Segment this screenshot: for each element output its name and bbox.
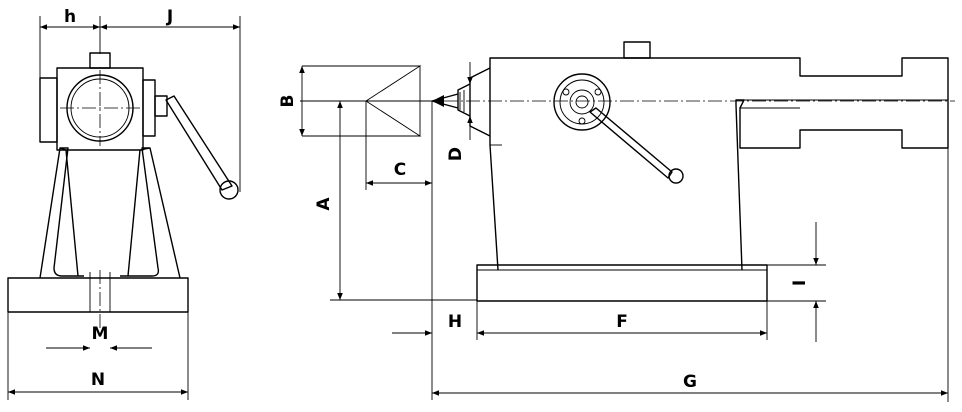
dim-label-h-upper: H: [448, 312, 462, 332]
dim-label-m: M: [92, 324, 109, 344]
dim-label-g: G: [683, 372, 697, 392]
dim-label-f: F: [616, 312, 628, 332]
dim-label-i: I: [790, 280, 810, 286]
dim-label-b: B: [278, 95, 298, 108]
dim-label-j: J: [166, 7, 173, 27]
dim-label-a: A: [314, 197, 334, 211]
end-view: h J M N: [7, 7, 241, 400]
dim-label-d: D: [446, 147, 466, 161]
dim-label-h: h: [64, 7, 76, 27]
side-view: B A C D H F I G: [278, 41, 955, 402]
dim-label-n: N: [91, 370, 105, 390]
dim-label-c: C: [394, 160, 406, 180]
